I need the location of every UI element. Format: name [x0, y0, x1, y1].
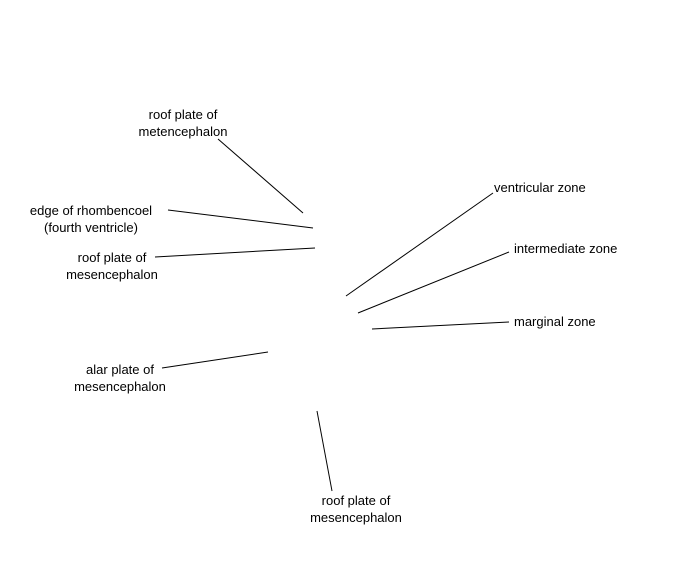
- label-roof-plate-metencephalon: roof plate of metencephalon: [118, 106, 248, 140]
- label-line-2: metencephalon: [138, 124, 228, 139]
- label-line-2: mesencephalon: [66, 267, 158, 282]
- label-ventricular-zone: ventricular zone: [494, 180, 586, 195]
- leader-ventricular-zone: [345, 192, 494, 297]
- label-marginal-zone: marginal zone: [514, 314, 596, 329]
- leader-marginal-zone: [371, 321, 510, 330]
- leader-roof-plate-metencephalon: [217, 138, 304, 214]
- label-roof-plate-mesencephalon-bottom: roof plate of mesencephalon: [296, 492, 416, 526]
- leader-edge-rhombencoel: [167, 209, 314, 229]
- label-line-2: (fourth ventricle): [44, 220, 138, 235]
- label-roof-plate-mesencephalon-left: roof plate of mesencephalon: [52, 249, 172, 283]
- label-line-2: mesencephalon: [74, 379, 166, 394]
- label-line-1: roof plate of: [321, 493, 391, 508]
- label-line-1: roof plate of: [77, 250, 147, 265]
- label-line-2: mesencephalon: [310, 510, 402, 525]
- label-edge-rhombencoel: edge of rhombencoel (fourth ventricle): [16, 202, 166, 236]
- label-line-1: alar plate of: [86, 362, 154, 377]
- label-intermediate-zone: intermediate zone: [514, 241, 618, 256]
- label-alar-plate-mesencephalon: alar plate of mesencephalon: [60, 361, 180, 395]
- label-line-1: roof plate of: [148, 107, 218, 122]
- label-line-1: edge of rhombencoel: [29, 203, 153, 218]
- leader-intermediate-zone: [357, 251, 510, 314]
- leader-alar-plate-mesencephalon: [161, 351, 269, 369]
- leader-roof-plate-mesencephalon-left: [154, 247, 316, 258]
- leader-roof-plate-mesencephalon-bottom: [316, 410, 333, 492]
